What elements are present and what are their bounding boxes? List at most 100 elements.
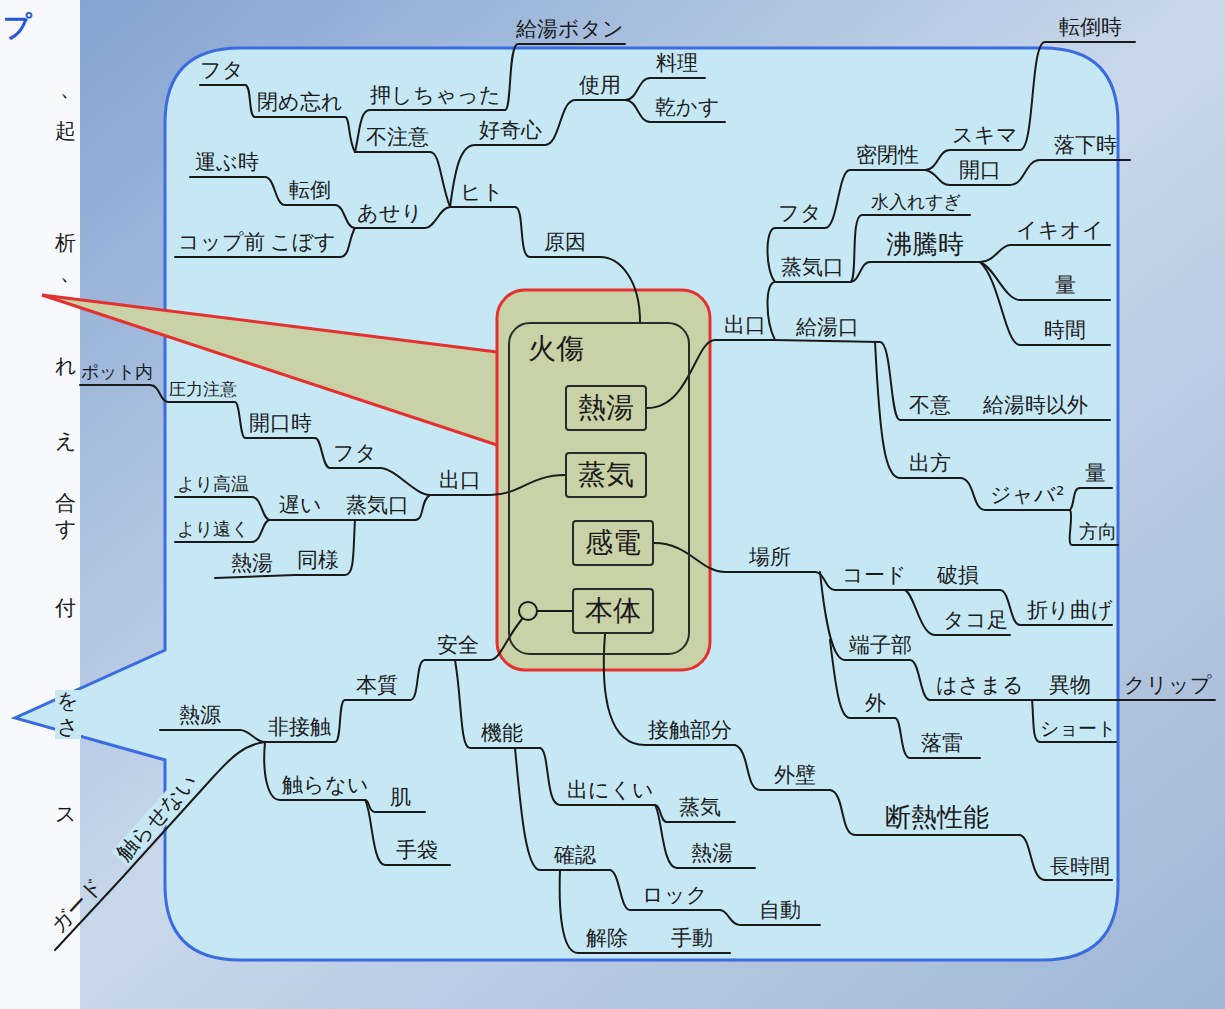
branch-label: 蒸気口 (346, 494, 409, 517)
highlight-callout (42, 295, 497, 352)
branch-label: フタ (200, 59, 244, 82)
slide-text-fragment: ス (55, 803, 77, 826)
slide-text-fragment: を (55, 690, 81, 713)
speech-bubble (15, 48, 1118, 960)
category-box: 蒸気 (565, 452, 647, 498)
branch-label: 本質 (356, 674, 398, 697)
branch-label: 落下時 (1054, 134, 1117, 157)
slide-text-fragment: 合 (55, 492, 76, 515)
category-box: 本体 (572, 588, 654, 634)
mind-map-branch (285, 205, 355, 228)
branch-label: 給湯口 (796, 316, 859, 339)
slide-text-fragment: 、 (60, 262, 81, 285)
mind-map-branch (530, 257, 640, 322)
branch-label: 使用 (579, 74, 621, 97)
branch-label: ヒト (460, 181, 504, 204)
mind-map-branch (80, 385, 168, 402)
slide-text-fragment: 付 (55, 597, 76, 620)
branch-label: 量 (1055, 274, 1076, 297)
mind-map-branch (654, 543, 815, 572)
branch-label: 水入れすぎ (871, 192, 961, 212)
branch-label: コード (842, 564, 907, 587)
mind-map-branch (980, 262, 1110, 345)
branch-label: 破損 (937, 564, 979, 587)
frame-heading: 火傷 (528, 332, 584, 366)
branch-label: 閉め忘れ (257, 91, 343, 114)
mind-map-branch (830, 790, 1020, 835)
mind-map-branch (505, 44, 625, 110)
branch-label: 出口 (724, 314, 766, 337)
branch-label: 落雷 (921, 732, 963, 755)
branch-label: 熱源 (179, 704, 221, 727)
mind-map-branch (540, 748, 655, 805)
mind-map-branch (175, 228, 355, 257)
mind-map-branch (875, 342, 960, 478)
slide-text-fragment: 、 (60, 78, 81, 101)
branch-label: 外壁 (774, 764, 816, 787)
mind-map-branch (245, 438, 330, 468)
mind-map-branch (519, 602, 537, 620)
branch-label: 断熱性能 (885, 803, 989, 832)
branch-label: イキオイ (1016, 219, 1104, 242)
mind-map-branch (200, 85, 255, 117)
branch-label: スキマ (952, 124, 1018, 147)
branch-label: 外 (865, 692, 886, 715)
category-box: 感電 (572, 520, 654, 566)
category-label: 感電 (585, 526, 641, 560)
branch-label: 肌 (390, 786, 411, 809)
branch-label: 給湯ボタン (516, 18, 624, 41)
branch-label: 不意 (909, 394, 951, 417)
slide-text-fragment: さ (55, 716, 81, 739)
branch-label: ロック (642, 884, 708, 907)
branch-label: 蒸気口 (781, 256, 844, 279)
mind-map-branch (120, 742, 265, 880)
mind-map-branch (365, 800, 450, 865)
hazard-frame: 火傷熱湯蒸気感電本体 (508, 322, 690, 655)
branch-label: 好奇心 (479, 119, 542, 142)
mind-map-branch (55, 42, 1215, 953)
mind-map-branch (850, 215, 970, 282)
branch-label: 乾かす (655, 96, 720, 119)
highlight-callout (497, 290, 710, 670)
branch-label: 原因 (544, 231, 586, 254)
mind-map-branch (190, 177, 285, 205)
branch-label: 圧力注意 (169, 380, 237, 399)
branch-label: 沸騰時 (886, 230, 964, 259)
mind-map-branch (1000, 590, 1112, 625)
branch-label: 場所 (749, 546, 791, 569)
branch-label: 折り曲げ (1027, 599, 1113, 622)
slide-text-fragment: 起 (55, 120, 76, 143)
mind-map-branch (1020, 835, 1112, 880)
branch-label: フタ (333, 442, 377, 465)
mind-map-branch (1010, 160, 1130, 185)
branch-label: 不注意 (366, 126, 429, 149)
branch-label: 出にくい (567, 779, 654, 802)
mind-map-branch (1032, 700, 1116, 742)
slide-text-fragment: プ (3, 12, 32, 43)
mind-map-branch (910, 660, 1215, 700)
mind-map-branch (980, 262, 1110, 300)
mind-map-branch (515, 748, 610, 870)
branch-label: 押しちゃった (370, 84, 501, 107)
branch-label: 料理 (656, 52, 698, 75)
background (0, 0, 80, 1009)
mind-map-branch (160, 730, 265, 742)
branch-label: 異物 (1049, 674, 1091, 697)
mind-map-branch (880, 342, 1110, 420)
branch-label: 端子部 (849, 634, 912, 657)
branch-label: 時間 (1044, 319, 1086, 342)
branch-label: 転倒 (289, 179, 331, 202)
mind-map-branch (450, 207, 530, 257)
branch-label: コップ前 (178, 231, 265, 254)
branch-label: 手袋 (396, 839, 438, 862)
branch-label: はさまる (936, 674, 1024, 697)
branch-label: 給湯時以外 (983, 394, 1088, 417)
highlight-callout (42, 295, 497, 445)
slide-text-fragment: れ (55, 355, 77, 378)
branch-label: タコ足 (943, 609, 1008, 632)
slide-text-fragment: す (55, 518, 77, 541)
branch-label: 長時間 (1050, 855, 1110, 877)
mind-map-branch (450, 145, 545, 207)
